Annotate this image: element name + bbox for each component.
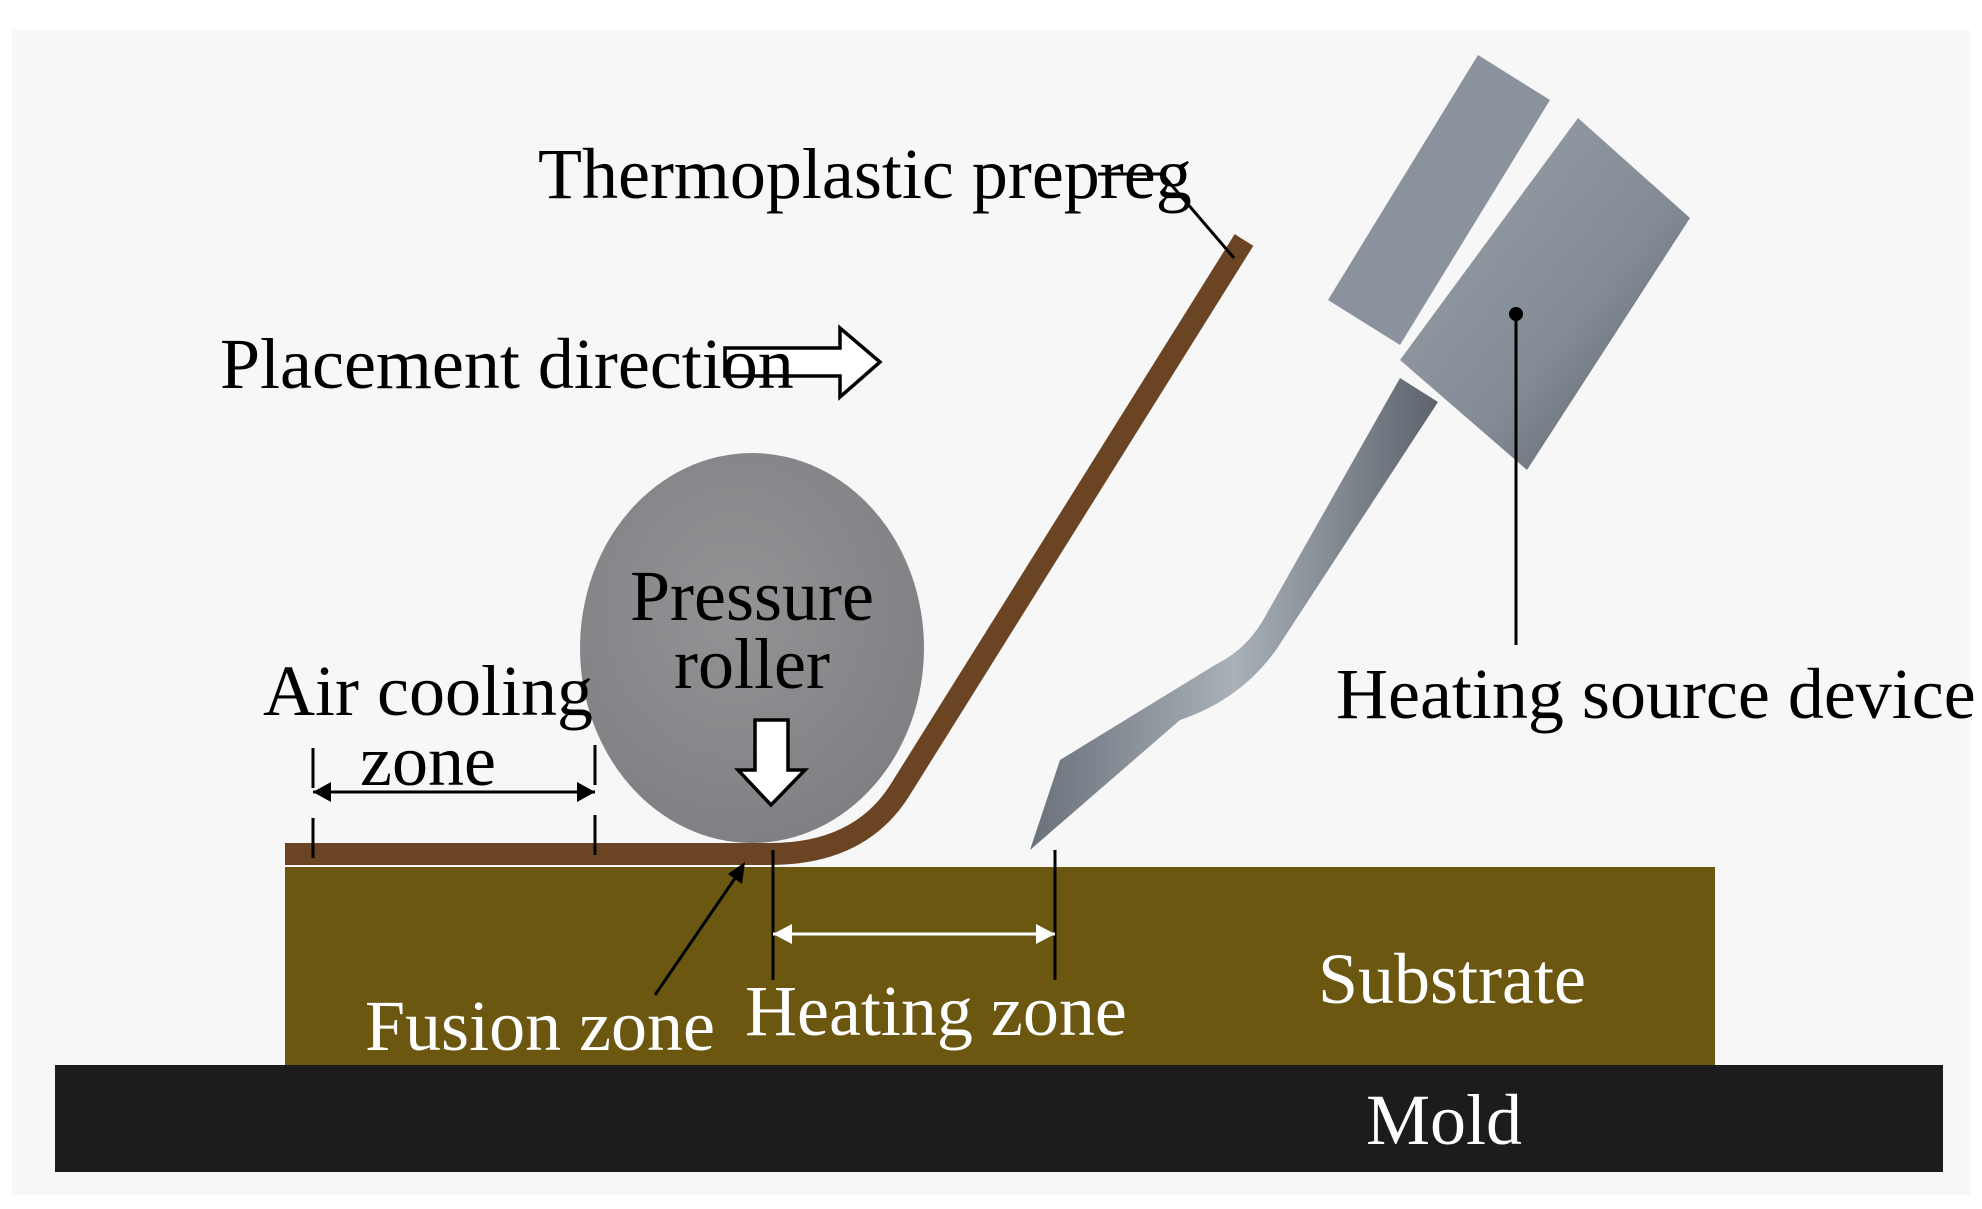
substrate-block — [285, 867, 1715, 1065]
heating-zone-arrowhead-left — [773, 924, 792, 944]
fusion-zone-pointer — [653, 867, 744, 996]
pressure-arrow — [733, 718, 810, 808]
heating-device-head-lower — [1400, 118, 1690, 470]
fusion-zone-arrowhead — [728, 862, 745, 884]
heating-zone-arrowhead-right — [1036, 924, 1055, 944]
label-pressure-roller-line1: Pressure — [630, 556, 874, 636]
heating-device-head-upper — [1328, 55, 1550, 345]
label-heating-zone: Heating zone — [745, 971, 1127, 1051]
label-air-cooling-line1: Air cooling — [263, 651, 593, 731]
mold-block — [55, 1065, 1943, 1172]
label-mold: Mold — [1366, 1080, 1522, 1160]
label-thermoplastic-prepreg: Thermoplastic prepreg — [538, 134, 1192, 214]
air-cooling-arrowhead-left — [313, 782, 331, 802]
heating-device-nozzle — [1030, 378, 1438, 850]
label-pressure-roller-line2: roller — [674, 624, 830, 704]
label-fusion-zone: Fusion zone — [365, 986, 715, 1066]
placement-direction-arrow — [723, 324, 883, 401]
prepreg-pointer-line — [1098, 172, 1236, 259]
label-air-cooling-line2: zone — [360, 721, 496, 801]
label-heating-source-device: Heating source device — [1336, 654, 1976, 734]
prepreg-tape — [285, 234, 1254, 865]
label-substrate: Substrate — [1318, 939, 1586, 1019]
pressure-roller — [580, 453, 924, 843]
air-cooling-arrowhead-right — [577, 782, 595, 802]
label-placement-direction: Placement direction — [220, 324, 794, 404]
